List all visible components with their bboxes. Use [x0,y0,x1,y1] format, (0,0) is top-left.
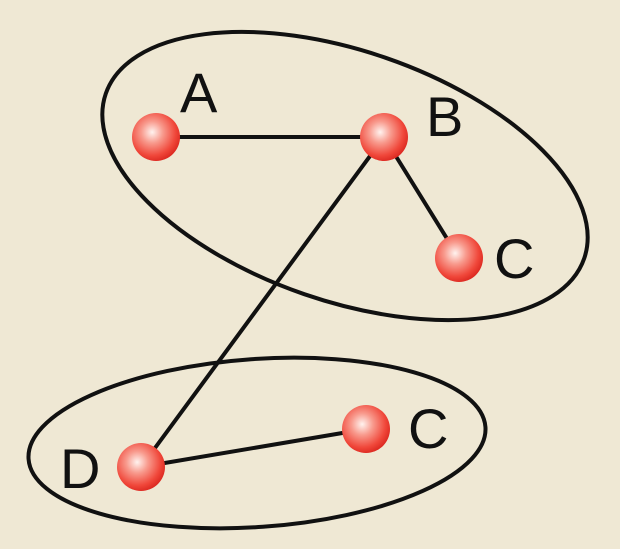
node-layer [117,113,483,491]
node-label-b1: B [426,85,463,148]
node-b1 [360,113,408,161]
edge-b1-d1 [139,135,386,469]
label-layer: A B C D C [60,61,534,500]
node-c1 [435,234,483,282]
node-label-d1: D [60,437,100,500]
node-c2 [342,405,390,453]
node-label-c1: C [494,227,534,290]
node-label-c2: C [408,397,448,460]
node-a1 [132,113,180,161]
edge-d1-c2 [139,427,368,469]
upper-cluster-ellipse [100,29,590,323]
lower-cluster-ellipse [26,355,488,531]
node-label-a1: A [180,61,218,124]
node-d1 [117,443,165,491]
cluster-layer [26,29,590,531]
